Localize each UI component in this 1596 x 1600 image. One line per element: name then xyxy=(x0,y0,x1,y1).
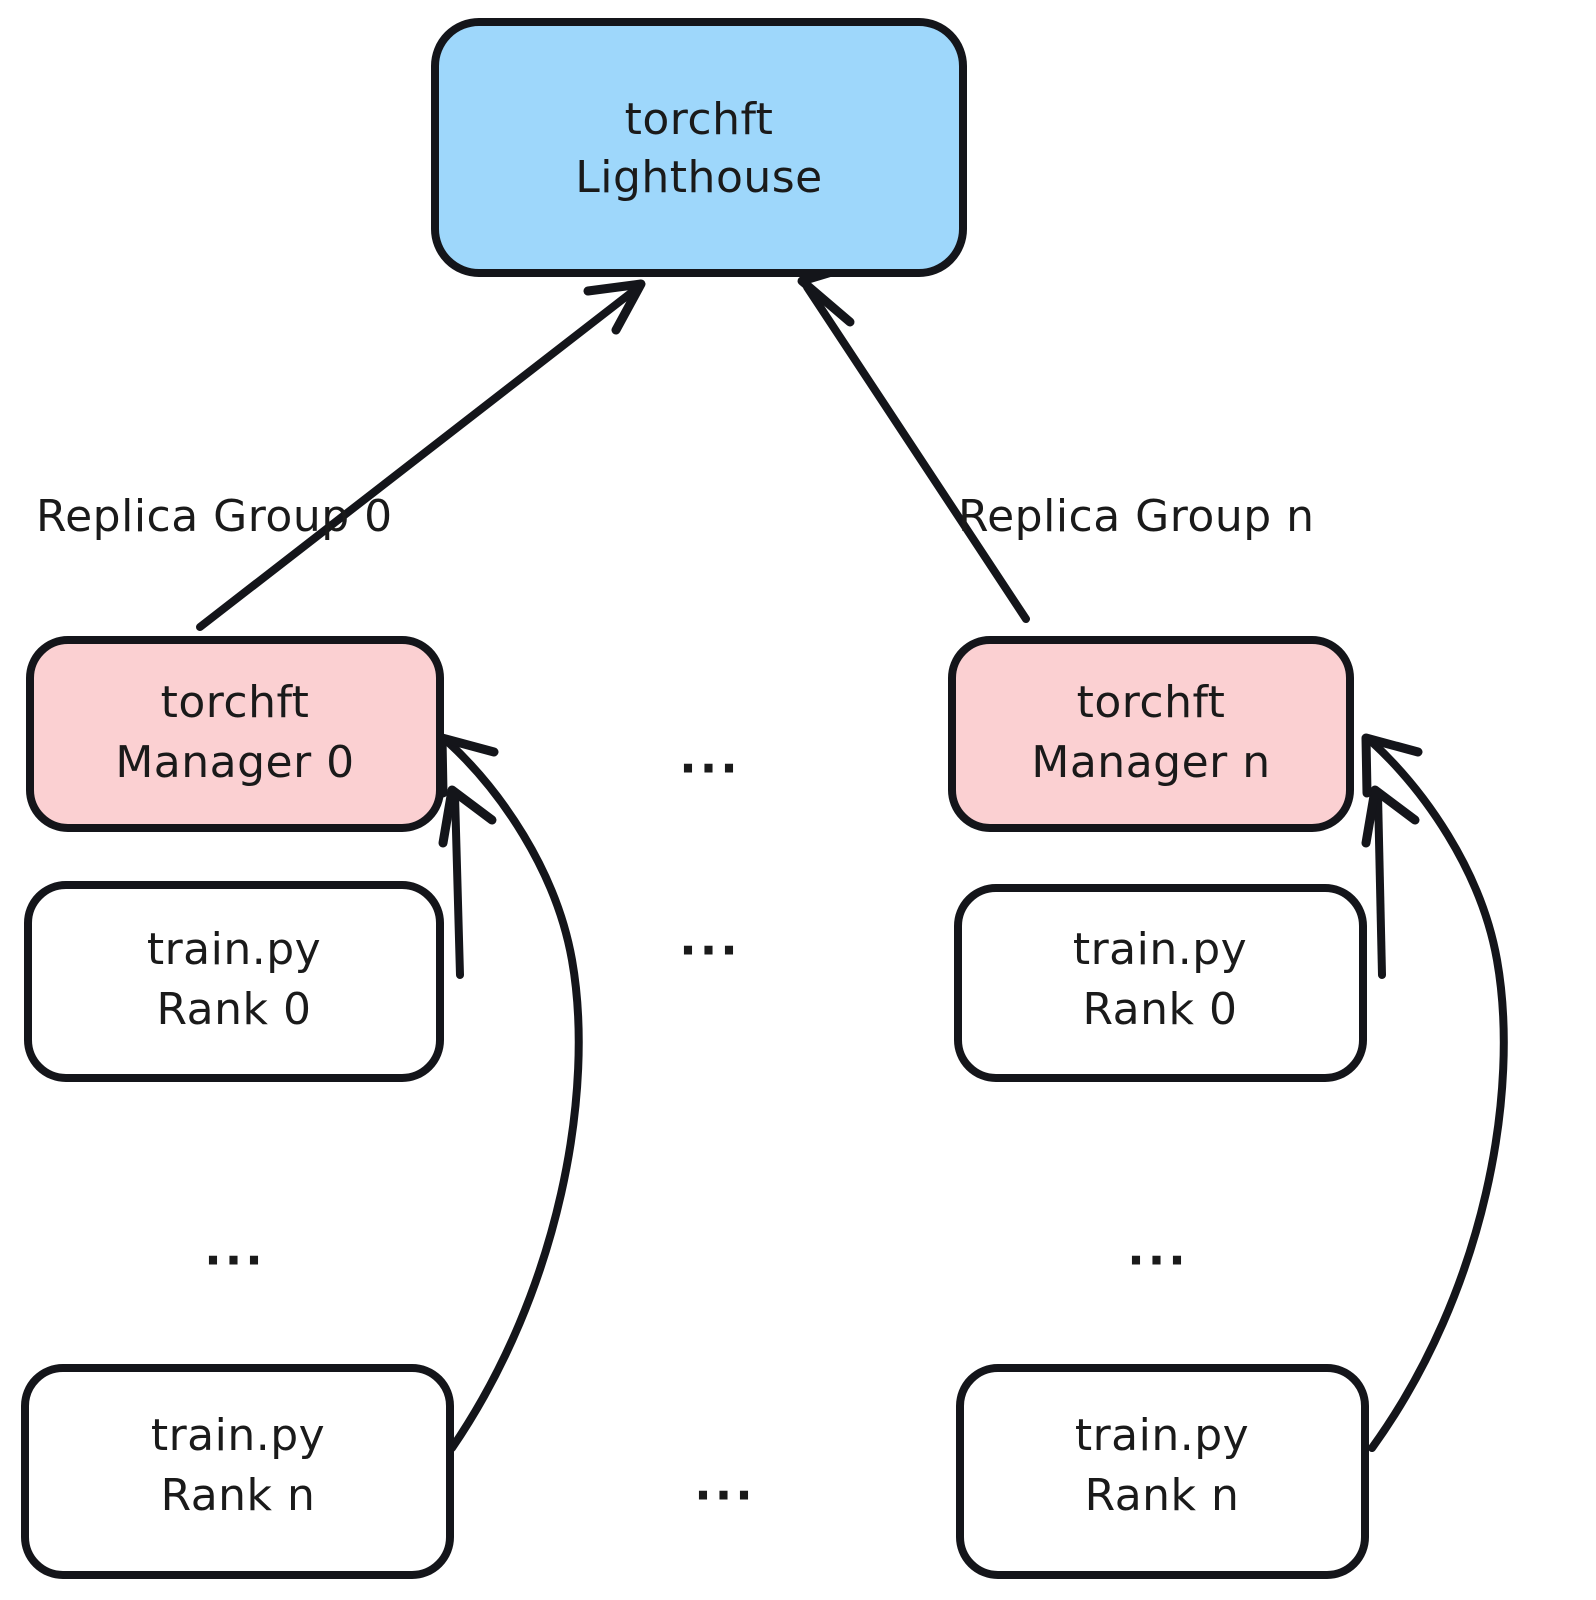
edge-right-rank0-to-managern xyxy=(1361,785,1420,979)
node-manager-n[interactable]: torchft Manager n xyxy=(948,636,1354,832)
worker-right-rank-n-label-line2: Rank n xyxy=(1085,1470,1240,1521)
edge-left-rank0-to-manager0 xyxy=(438,785,497,979)
manager-n-label-line1: torchft xyxy=(1077,677,1226,728)
ellipsis-bottom-center: ... xyxy=(694,1457,755,1511)
ellipsis-left-column: ... xyxy=(204,1222,265,1276)
node-manager-0[interactable]: torchft Manager 0 xyxy=(26,636,444,832)
replica-group-0-label: Replica Group 0 xyxy=(36,491,393,542)
worker-right-rank-0-box[interactable] xyxy=(954,884,1367,1082)
node-worker-left-rank-n[interactable]: train.py Rank n xyxy=(21,1364,454,1579)
manager-n-label-line2: Manager n xyxy=(1031,737,1270,788)
node-worker-left-rank-0[interactable]: train.py Rank 0 xyxy=(24,881,444,1082)
edge-right-rankn-to-managern xyxy=(1361,733,1508,1452)
node-worker-right-rank-0[interactable]: train.py Rank 0 xyxy=(954,884,1367,1082)
edge-left-rankn-to-manager0 xyxy=(437,733,583,1452)
edge-manager0-to-lighthouse xyxy=(196,279,646,631)
node-worker-right-rank-n[interactable]: train.py Rank n xyxy=(956,1364,1369,1579)
worker-left-rank-0-box[interactable] xyxy=(24,881,444,1082)
worker-left-rank-0-label-line1: train.py xyxy=(147,924,321,975)
worker-left-rank-n-label-line2: Rank n xyxy=(161,1470,316,1521)
worker-left-rank-n-box[interactable] xyxy=(21,1364,454,1579)
worker-left-rank-0-label-line2: Rank 0 xyxy=(157,984,312,1035)
worker-right-rank-n-label-line1: train.py xyxy=(1075,1410,1249,1461)
ellipsis-right-column: ... xyxy=(1127,1222,1188,1276)
lighthouse-label-line1: torchft xyxy=(625,94,774,145)
ellipsis-between-managers: ... xyxy=(679,730,740,784)
edge-managern-to-lighthouse xyxy=(797,263,1030,623)
lighthouse-label-line2: Lighthouse xyxy=(575,152,823,203)
worker-right-rank-0-label-line2: Rank 0 xyxy=(1083,984,1238,1035)
worker-left-rank-n-label-line1: train.py xyxy=(151,1410,325,1461)
manager-0-box[interactable] xyxy=(26,636,444,832)
ellipsis-between-workers-top: ... xyxy=(679,912,740,966)
replica-group-n-label: Replica Group n xyxy=(958,491,1315,542)
lighthouse-box[interactable] xyxy=(431,18,967,277)
node-lighthouse[interactable]: torchft Lighthouse xyxy=(431,18,967,277)
worker-right-rank-0-label-line1: train.py xyxy=(1073,924,1247,975)
manager-0-label-line2: Manager 0 xyxy=(115,737,354,788)
worker-right-rank-n-box[interactable] xyxy=(956,1364,1369,1579)
manager-0-label-line1: torchft xyxy=(161,677,310,728)
manager-n-box[interactable] xyxy=(948,636,1354,832)
